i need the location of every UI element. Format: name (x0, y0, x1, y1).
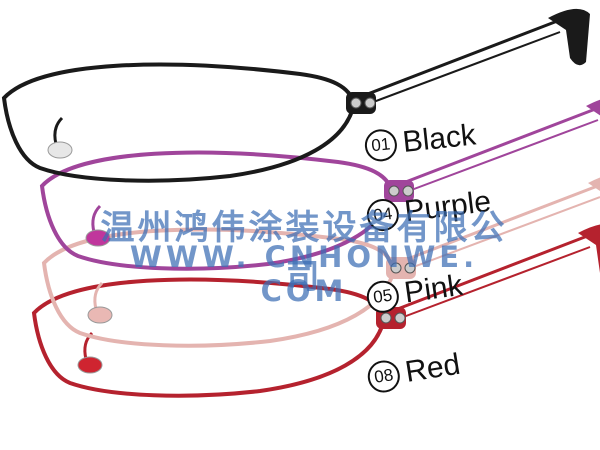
temple-arm (389, 106, 599, 190)
temple-arm (391, 196, 600, 276)
nose-pad (85, 229, 111, 247)
ear-tip (588, 177, 600, 191)
lens-highlight (59, 89, 319, 101)
nose-pad (77, 356, 103, 374)
nose-pad-arm (53, 116, 64, 145)
eyeglass-frame-purple (39, 99, 600, 271)
temple-arm (351, 18, 561, 102)
hinge-screw (390, 262, 402, 274)
hinge-screw (404, 262, 416, 274)
lens-highlight (89, 304, 349, 316)
nose-pad-arm (91, 204, 102, 233)
lens-rim (31, 277, 387, 398)
temple-arm (381, 233, 591, 317)
lens-rim (41, 227, 397, 348)
ear-tip (578, 224, 600, 273)
lens-highlight (97, 177, 357, 189)
ear-tip (586, 99, 600, 116)
ear-tip (548, 8, 590, 66)
hinge-screw (350, 97, 362, 109)
hinge-screw (388, 185, 400, 197)
eyeglass-frame-pink (41, 177, 600, 348)
temple-arm (381, 246, 591, 326)
temple-arm (389, 119, 599, 199)
nose-pad (87, 306, 113, 324)
hinge-screw (394, 312, 406, 324)
lens-rim (39, 150, 395, 271)
nose-pad (47, 141, 73, 159)
temple-arm (391, 183, 600, 267)
eyeglass-frame-red (31, 224, 600, 398)
hinge-screw (402, 185, 414, 197)
color-code-badge: 01 (363, 127, 399, 163)
color-code-badge: 08 (365, 358, 403, 395)
hinge-screw (380, 312, 392, 324)
nose-pad-arm (93, 281, 104, 310)
temple-arm (351, 31, 561, 111)
lens-rim (1, 62, 357, 183)
color-code-badge: 05 (364, 278, 401, 315)
color-code-badge: 04 (365, 197, 401, 233)
lens-highlight (99, 254, 359, 266)
color-name: Black (401, 118, 478, 159)
eyeglass-frame-black (1, 8, 590, 183)
color-name: Pink (402, 268, 465, 310)
hinge-screw (364, 97, 376, 109)
color-name: Red (402, 347, 463, 389)
